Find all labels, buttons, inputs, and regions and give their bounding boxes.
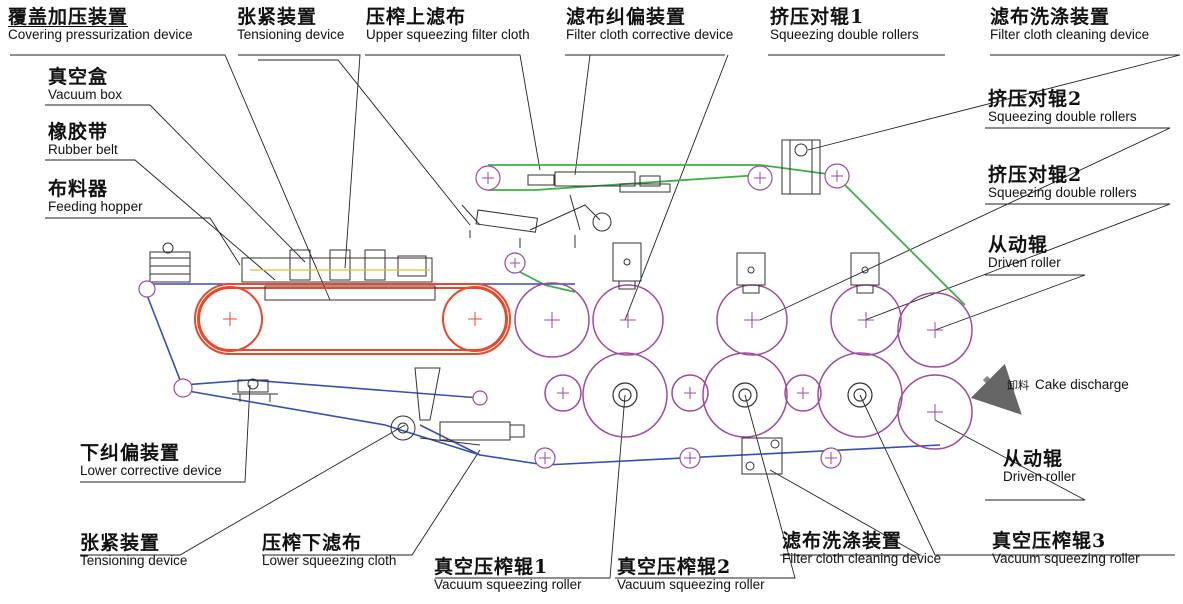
label-feeding-hopper: 布料器 Feeding hopper: [48, 178, 143, 214]
belt-roller-centers: [223, 312, 482, 326]
label-rubber-belt: 橡胶带 Rubber belt: [48, 121, 118, 157]
label-tensioning-top: 张紧装置 Tensioning device: [237, 6, 345, 42]
upper-filter-cloth: [488, 164, 966, 306]
label-cloth-cleaning-bottom: 滤布洗涤装置 Filter cloth cleaning device: [782, 530, 942, 566]
lower-tensioning-device: [390, 367, 525, 446]
label-covering-pressurization: 覆盖加压装置 Covering pressurization device: [8, 6, 193, 42]
label-squeeze-rollers-1: 挤压对辊1 Squeezing double rollers: [770, 6, 919, 42]
roller-centers: [544, 312, 943, 420]
pressure-cylinders: [612, 242, 880, 294]
label-cloth-cleaning-top: 滤布洗涤装置 Filter cloth cleaning device: [990, 6, 1150, 42]
cloth-cleaning-top: [781, 139, 821, 195]
label-filter-corrective: 滤布纠偏装置 Filter cloth corrective device: [566, 6, 734, 42]
label-driven-roller-bottom: 从动辊 Driven roller: [1003, 448, 1076, 484]
label-upper-filter-cloth: 压榨上滤布 Upper squeezing filter cloth: [366, 6, 530, 42]
lower-filter-cloth: [144, 283, 941, 466]
squeeze-rollers-bottom-row: [544, 352, 973, 450]
label-vacuum-roller-2: 真空压榨辊2 Vacuum squeezing roller: [617, 556, 765, 592]
label-vacuum-roller-1: 真空压榨辊1 Vacuum squeezing roller: [434, 556, 582, 592]
label-tensioning-bottom: 张紧装置 Tensioning device: [80, 532, 188, 568]
label-squeeze-rollers-2a: 挤压对辊2 Squeezing double rollers: [988, 88, 1137, 124]
cake-discharge-arrow: [970, 363, 1022, 415]
label-vacuum-box: 真空盒 Vacuum box: [48, 66, 123, 102]
covering-pressurization-device: [241, 249, 433, 283]
upper-corrective-device: [527, 171, 671, 193]
vacuum-box: [264, 285, 436, 301]
rubber-belt: [194, 283, 511, 355]
vacuum-roller-hubs: [612, 382, 873, 408]
label-lower-filter-cloth: 压榨下滤布 Lower squeezing cloth: [262, 532, 397, 568]
label-lower-corrective: 下纠偏装置 Lower corrective device: [80, 442, 222, 478]
upper-tensioning-device: [461, 194, 612, 248]
label-squeeze-rollers-2b: 挤压对辊2 Squeezing double rollers: [988, 164, 1137, 200]
lower-corrective-device: [232, 378, 278, 402]
cloth-cleaning-bottom: [741, 437, 783, 475]
squeeze-rollers-top-row: [514, 282, 973, 368]
label-vacuum-roller-3: 真空压榨辊3 Vacuum squeezing roller: [992, 530, 1140, 566]
feeding-hopper: [149, 242, 191, 283]
guide-roller-centers: [482, 170, 843, 464]
leader-lines: [10, 54, 1181, 579]
label-driven-roller-top: 从动辊 Driven roller: [988, 234, 1061, 270]
